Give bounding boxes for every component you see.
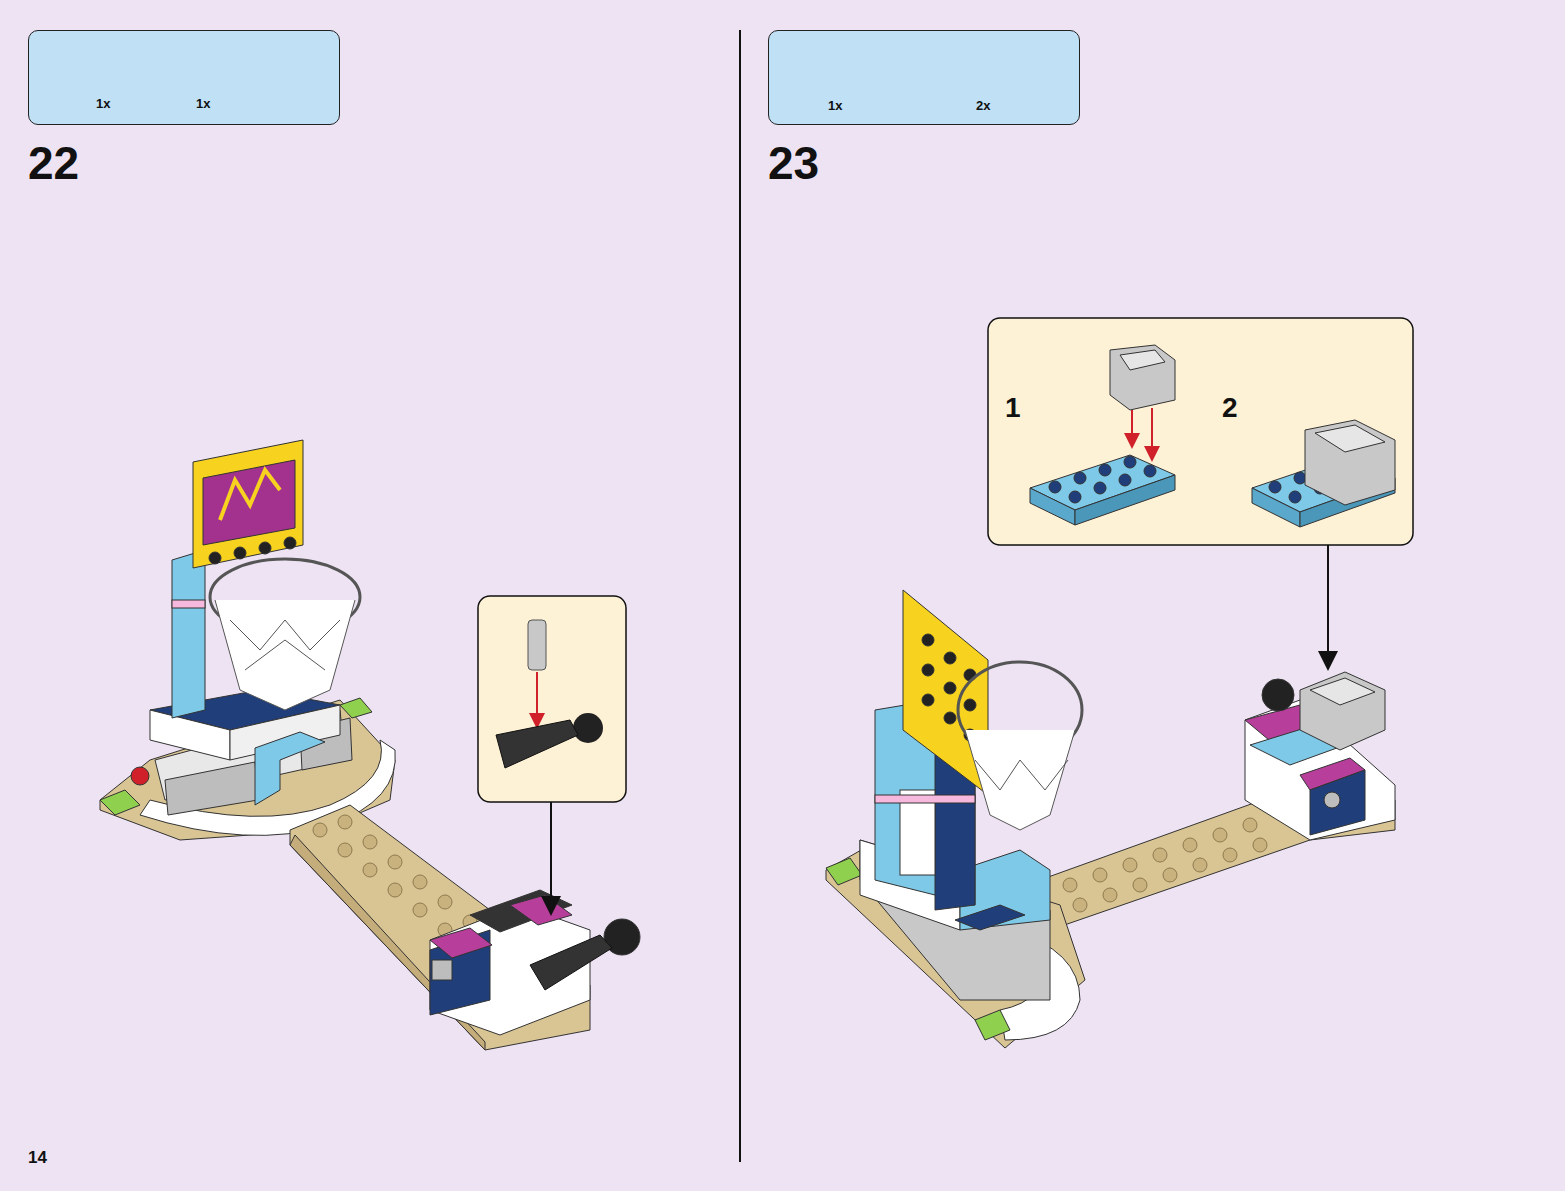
sub-step-callout: 12 xyxy=(988,318,1413,545)
model-step-22 xyxy=(100,440,640,1050)
callout-parts xyxy=(1030,345,1395,527)
sub-step-number: 2 xyxy=(1222,394,1238,422)
parts-list-box: 1x 1x xyxy=(28,30,340,125)
parts-list-box: 1x 2x xyxy=(768,30,1080,125)
step-number: 23 xyxy=(768,140,819,186)
leader-arrow xyxy=(550,802,552,912)
sub-step-number: 1 xyxy=(1005,394,1021,422)
part-quantity: 1x xyxy=(196,97,210,110)
step-number: 22 xyxy=(28,140,79,186)
part-quantity: 1x xyxy=(828,99,842,112)
callout-box xyxy=(988,318,1413,545)
part-quantity: 2x xyxy=(976,99,990,112)
model-step-23 xyxy=(826,590,1395,1048)
part-quantity: 1x xyxy=(96,97,110,110)
callout-parts xyxy=(496,620,603,768)
page-number: 14 xyxy=(28,1149,47,1166)
callout-box xyxy=(478,596,626,802)
leader-arrow xyxy=(1327,545,1329,667)
